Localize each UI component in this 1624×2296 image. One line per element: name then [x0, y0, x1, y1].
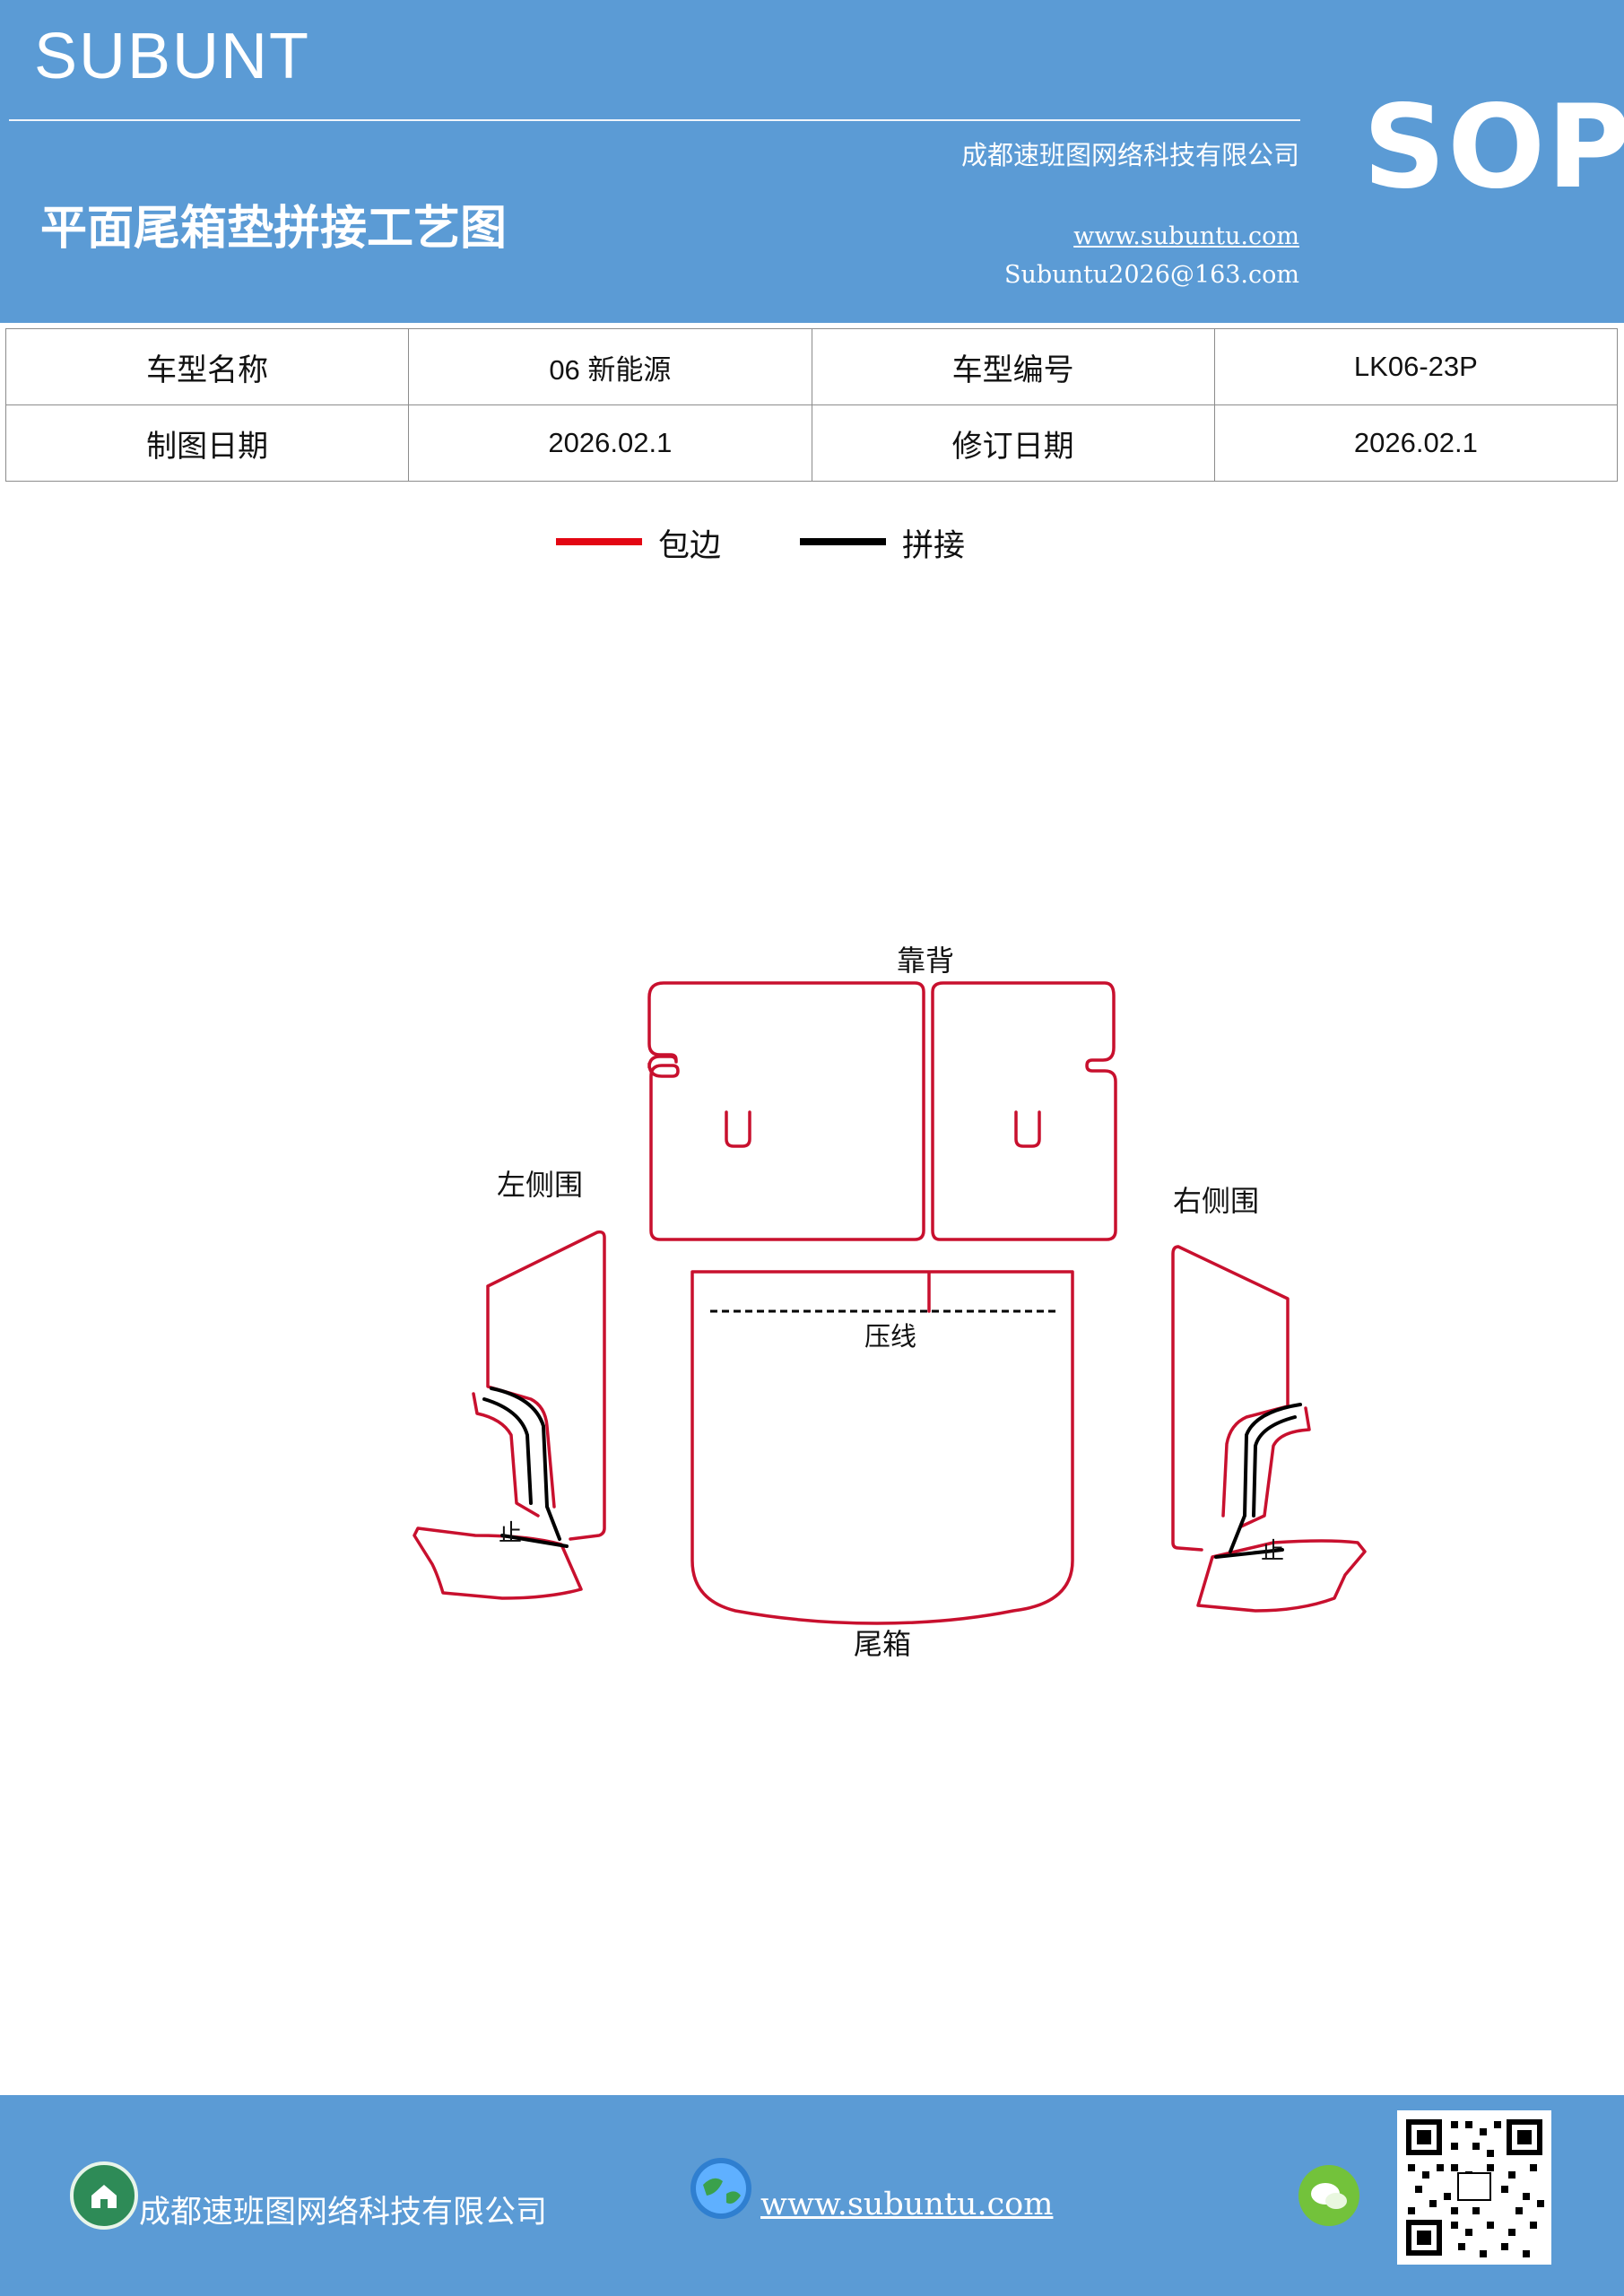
- label-trunk: 尾箱: [854, 1627, 911, 1661]
- right-splice-seam-inner: [1252, 1415, 1297, 1518]
- left-stop-line: [500, 1534, 569, 1548]
- model-code-value: LK06-23P: [1213, 328, 1619, 405]
- globe-icon: [690, 2158, 751, 2219]
- label-right-side: 右侧围: [1173, 1184, 1259, 1218]
- table-row: 制图日期 2026.02.1 修订日期 2026.02.1: [4, 404, 1619, 482]
- trunk-floor-panel: [690, 1270, 1074, 1625]
- footer-website-link[interactable]: www.subuntu.com: [760, 2187, 1054, 2222]
- legend-binding-label: 包边: [658, 528, 722, 564]
- sop-badge: SOP: [1363, 81, 1624, 214]
- backrest-left-panel: [647, 981, 925, 1241]
- wechat-icon: [1298, 2165, 1359, 2226]
- revision-date-label: 修订日期: [811, 404, 1215, 482]
- table-row: 车型名称 06 新能源 车型编号 LK06-23P: [4, 328, 1619, 405]
- right-stop-line: [1214, 1548, 1284, 1559]
- drawing-date-value: 2026.02.1: [408, 404, 812, 482]
- legend-splice-swatch: [800, 538, 886, 545]
- legend-splice-label: 拼接: [902, 528, 966, 564]
- label-backrest: 靠背: [897, 944, 954, 978]
- label-stop-right: 止: [1261, 1538, 1284, 1565]
- left-flap-upper: [472, 1392, 540, 1518]
- right-side-panel: [1171, 1245, 1290, 1552]
- right-splice-seam-outer: [1229, 1403, 1302, 1553]
- left-splice-seam-outer: [490, 1387, 561, 1541]
- header-email[interactable]: Subuntu2026@163.com: [1004, 261, 1299, 289]
- brand-logo-text: SUBUNT: [34, 21, 311, 92]
- right-flap-upper: [1239, 1406, 1311, 1528]
- backrest-right-panel: [931, 981, 1117, 1241]
- header-banner: SUBUNT 成都速班图网络科技有限公司 平面尾箱垫拼接工艺图 www.subu…: [0, 0, 1624, 323]
- legend-binding-swatch: [556, 538, 642, 545]
- vehicle-info-table: 车型名称 06 新能源 车型编号 LK06-23P 制图日期 2026.02.1…: [4, 328, 1619, 482]
- label-left-side: 左侧围: [497, 1168, 583, 1202]
- model-name-value: 06 新能源: [408, 328, 812, 405]
- header-website-link[interactable]: www.subuntu.com: [1073, 222, 1299, 250]
- backrest-left-slot: [725, 1110, 751, 1148]
- left-bottom-flap: [413, 1526, 583, 1600]
- legend: 包边 拼接: [0, 518, 1624, 572]
- trunk-mat-diagram: 靠背 左侧围 右侧围 压线 尾箱 止 止: [413, 944, 1367, 1661]
- header-company: 成都速班图网络科技有限公司: [960, 140, 1299, 170]
- header-divider: [9, 119, 1300, 121]
- model-name-label: 车型名称: [4, 328, 410, 405]
- backrest-right-slot: [1014, 1110, 1041, 1148]
- revision-date-value: 2026.02.1: [1213, 404, 1619, 482]
- left-splice-seam-inner: [482, 1397, 533, 1505]
- footer-company: 成都速班图网络科技有限公司: [139, 2195, 548, 2231]
- label-crease: 压线: [864, 1321, 916, 1352]
- left-side-panel: [486, 1230, 606, 1541]
- home-icon: [70, 2161, 138, 2230]
- model-code-label: 车型编号: [811, 328, 1215, 405]
- qr-code-icon: [1397, 2110, 1551, 2265]
- label-stop-left: 止: [499, 1520, 522, 1547]
- right-bottom-flap: [1196, 1539, 1367, 1613]
- drawing-date-label: 制图日期: [4, 404, 410, 482]
- document-title: 平面尾箱垫拼接工艺图: [40, 202, 508, 256]
